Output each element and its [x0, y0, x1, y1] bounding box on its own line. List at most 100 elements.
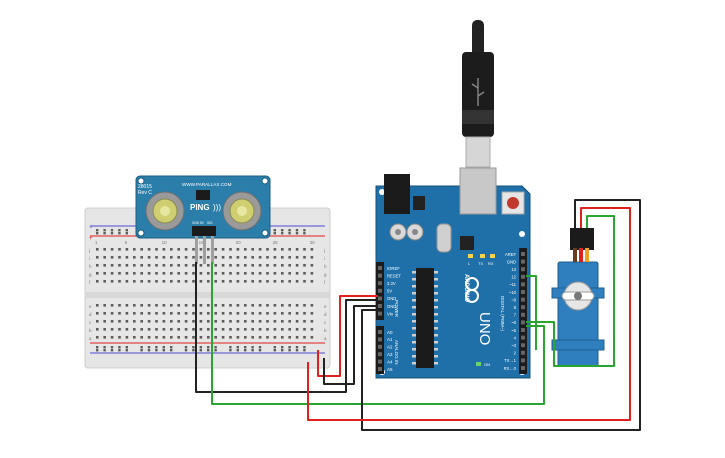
breadboard-hole[interactable]	[258, 328, 262, 331]
breadboard-hole[interactable]	[310, 304, 314, 307]
breadboard-rail-hole[interactable]	[214, 346, 217, 349]
breadboard-hole[interactable]	[273, 336, 277, 339]
breadboard-hole[interactable]	[229, 328, 232, 331]
analog-pin-holes[interactable]	[378, 330, 382, 371]
breadboard-hole[interactable]	[273, 256, 277, 259]
breadboard-hole[interactable]	[162, 256, 166, 259]
breadboard-hole[interactable]	[110, 272, 114, 275]
breadboard-hole[interactable]	[133, 312, 136, 315]
wire-servo-5v[interactable]	[307, 207, 631, 421]
breadboard-hole[interactable]	[214, 336, 217, 339]
breadboard-hole[interactable]	[125, 320, 129, 323]
breadboard-rail-hole[interactable]	[155, 346, 158, 349]
breadboard-hole[interactable]	[133, 264, 136, 267]
breadboard-hole[interactable]	[125, 264, 129, 267]
breadboard-rail-hole[interactable]	[192, 346, 195, 349]
breadboard-hole[interactable]	[103, 272, 106, 275]
digital-pin-hole[interactable]	[521, 259, 525, 264]
breadboard-hole[interactable]	[236, 272, 240, 275]
breadboard-hole[interactable]	[288, 248, 291, 251]
breadboard-rail-hole[interactable]	[295, 229, 299, 232]
digital-pin-hole[interactable]	[521, 320, 525, 325]
breadboard-rail-hole[interactable]	[295, 349, 299, 352]
breadboard-rail-hole[interactable]	[103, 232, 106, 235]
arduino-uno-board[interactable]: TX RX L ON ARDUINO UNO DIGITAL (PWM~) PO…	[375, 167, 531, 379]
breadboard-hole[interactable]	[184, 280, 188, 283]
breadboard-hole[interactable]	[103, 280, 106, 283]
breadboard-hole[interactable]	[251, 304, 254, 307]
breadboard-rail-hole[interactable]	[103, 229, 106, 232]
power-pin-hole[interactable]	[378, 273, 382, 278]
digital-pin-hole[interactable]	[521, 358, 525, 363]
breadboard-rail-hole[interactable]	[118, 232, 121, 235]
breadboard-hole[interactable]	[273, 272, 277, 275]
breadboard-hole[interactable]	[295, 256, 299, 259]
breadboard-hole[interactable]	[229, 304, 232, 307]
breadboard-rail-hole[interactable]	[147, 349, 151, 352]
breadboard-hole[interactable]	[170, 248, 173, 251]
breadboard-rail-hole[interactable]	[236, 349, 239, 352]
breadboard-hole[interactable]	[281, 328, 284, 331]
breadboard-hole[interactable]	[103, 336, 106, 339]
breadboard-hole[interactable]	[221, 248, 225, 251]
breadboard-hole[interactable]	[236, 320, 240, 323]
breadboard-rail-hole[interactable]	[96, 229, 99, 232]
breadboard-hole[interactable]	[147, 264, 151, 267]
breadboard-hole[interactable]	[162, 248, 166, 251]
dc-power-jack[interactable]	[384, 174, 410, 214]
breadboard-hole[interactable]	[192, 328, 195, 331]
breadboard-hole[interactable]	[170, 272, 173, 275]
breadboard-holes[interactable]	[96, 229, 314, 352]
breadboard-hole[interactable]	[184, 336, 188, 339]
breadboard-hole[interactable]	[140, 320, 143, 323]
breadboard-hole[interactable]	[140, 256, 143, 259]
breadboard-hole[interactable]	[192, 272, 195, 275]
breadboard-hole[interactable]	[199, 312, 203, 315]
breadboard-hole[interactable]	[266, 328, 269, 331]
breadboard-rail-hole[interactable]	[96, 232, 99, 235]
digital-pin-hole[interactable]	[521, 312, 525, 317]
breadboard-hole[interactable]	[103, 328, 106, 331]
breadboard-rail-hole[interactable]	[229, 349, 232, 352]
breadboard-hole[interactable]	[221, 272, 225, 275]
breadboard-hole[interactable]	[229, 280, 232, 283]
breadboard-hole[interactable]	[251, 256, 254, 259]
breadboard-rail-hole[interactable]	[229, 346, 232, 349]
breadboard-rail-hole[interactable]	[118, 229, 121, 232]
breadboard-hole[interactable]	[266, 336, 269, 339]
analog-pin-hole[interactable]	[378, 330, 382, 334]
breadboard-hole[interactable]	[96, 336, 99, 339]
breadboard-rail-hole[interactable]	[125, 229, 128, 232]
breadboard-hole[interactable]	[96, 280, 99, 283]
breadboard-hole[interactable]	[207, 336, 210, 339]
breadboard-rail-hole[interactable]	[303, 232, 306, 235]
breadboard-hole[interactable]	[266, 280, 269, 283]
breadboard-hole[interactable]	[244, 320, 247, 323]
breadboard-hole[interactable]	[214, 264, 217, 267]
breadboard-rail-hole[interactable]	[118, 349, 121, 352]
breadboard-hole[interactable]	[244, 264, 247, 267]
breadboard-hole[interactable]	[221, 280, 225, 283]
breadboard-hole[interactable]	[251, 312, 254, 315]
breadboard-hole[interactable]	[303, 320, 306, 323]
breadboard-rail-hole[interactable]	[184, 349, 188, 352]
breadboard-hole[interactable]	[140, 328, 143, 331]
breadboard-hole[interactable]	[192, 336, 195, 339]
breadboard-hole[interactable]	[244, 328, 247, 331]
breadboard-hole[interactable]	[281, 248, 284, 251]
breadboard-hole[interactable]	[147, 272, 151, 275]
breadboard-hole[interactable]	[221, 336, 225, 339]
breadboard-hole[interactable]	[133, 336, 136, 339]
breadboard-hole[interactable]	[96, 256, 99, 259]
breadboard-hole[interactable]	[125, 304, 129, 307]
breadboard-hole[interactable]	[133, 272, 136, 275]
breadboard-rail-hole[interactable]	[103, 346, 106, 349]
breadboard-rail-hole[interactable]	[110, 349, 114, 352]
breadboard-hole[interactable]	[110, 264, 114, 267]
breadboard-hole[interactable]	[155, 272, 158, 275]
breadboard-hole[interactable]	[118, 312, 121, 315]
breadboard-rail-hole[interactable]	[170, 349, 173, 352]
breadboard-hole[interactable]	[147, 256, 151, 259]
breadboard-hole[interactable]	[266, 264, 269, 267]
digital-pin-hole[interactable]	[521, 350, 525, 355]
